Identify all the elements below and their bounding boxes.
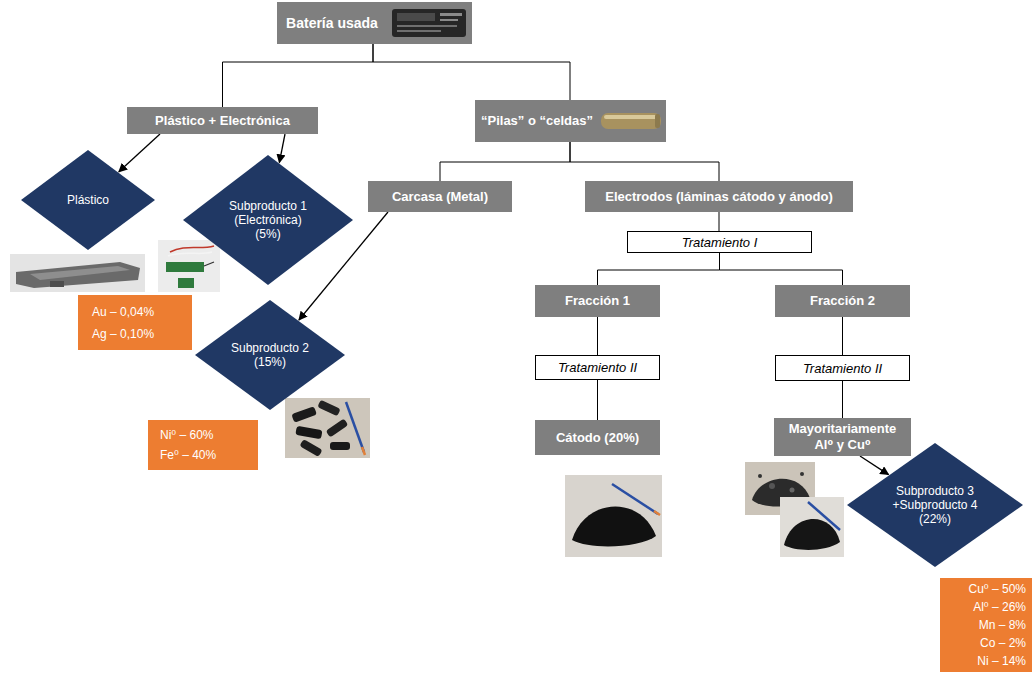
- node-text: Subproducto 1 (Electrónica) (5%): [220, 199, 316, 241]
- battery-photo: [385, 2, 472, 44]
- text-group: “Pilas” o “celdas”: [481, 113, 593, 129]
- process-box: Batería usada: [277, 2, 387, 44]
- treatment-box: Tratamiento I: [627, 231, 812, 253]
- powder-photo: [780, 497, 844, 557]
- text-group: Batería usada: [286, 15, 378, 32]
- connector: [860, 456, 889, 475]
- node-text: Carcasa (Metal): [392, 189, 488, 205]
- connector: [598, 253, 720, 285]
- node-text: Ni⁰ – 60%: [160, 425, 216, 445]
- node-text: Fe⁰ – 40%: [160, 445, 216, 465]
- process-box: “Pilas” o “celdas”: [475, 100, 599, 142]
- text-group: Mayoritariamente Al⁰ y Cu⁰: [780, 421, 905, 452]
- connector: [842, 381, 843, 418]
- plastic-photo: [10, 254, 145, 292]
- composition-box: Ni⁰ – 60%Fe⁰ – 40%: [148, 420, 258, 470]
- connector: [440, 142, 570, 181]
- connectors: [119, 44, 889, 475]
- composition-box: Au – 0,04%Ag – 0,10%: [78, 295, 192, 350]
- node-text: Mayoritariamente Al⁰ y Cu⁰: [780, 421, 905, 452]
- connector: [570, 142, 719, 181]
- text-group: Tratamiento II: [803, 361, 882, 376]
- node-text: Co – 2%: [968, 634, 1026, 652]
- text-group: Subproducto 3 +Subproducto 4 (22%): [887, 484, 983, 526]
- connector: [119, 134, 160, 172]
- text-group: Au – 0,04%Ag – 0,10%: [92, 301, 154, 345]
- cell-photo: [596, 100, 666, 142]
- cathode-powder-photo: [565, 475, 662, 557]
- process-box: Mayoritariamente Al⁰ y Cu⁰: [774, 418, 911, 456]
- process-box: Cátodo (20%): [535, 420, 660, 455]
- treatment-box: Tratamiento II: [775, 355, 910, 381]
- node-text: Subproducto 2 (15%): [222, 341, 318, 369]
- text-group: Subproducto 2 (15%): [222, 341, 318, 369]
- node-text: Mn – 8%: [968, 616, 1026, 634]
- node-text: Tratamiento II: [558, 360, 637, 375]
- treatment-box: Tratamiento II: [535, 355, 660, 380]
- text-group: Fracción 2: [810, 293, 875, 309]
- product-diamond: Subproducto 1 (Electrónica) (5%): [183, 155, 353, 285]
- connector: [597, 317, 598, 355]
- node-text: Tratamiento II: [803, 361, 882, 376]
- node-text: Ni – 14%: [968, 652, 1026, 670]
- node-text: Al⁰ – 26%: [968, 598, 1026, 616]
- product-diamond: Subproducto 2 (15%): [195, 300, 345, 410]
- node-text: Plástico: [67, 193, 109, 207]
- node-text: Ag – 0,10%: [92, 323, 154, 345]
- text-group: Carcasa (Metal): [392, 189, 488, 205]
- product-diamond: Plástico: [21, 150, 155, 250]
- text-group: Cu⁰ – 50%Al⁰ – 26%Mn – 8%Co – 2%Ni – 14%: [968, 580, 1026, 670]
- electronics-photo: [158, 240, 220, 292]
- text-group: Fracción 1: [565, 293, 630, 309]
- process-box: Electrodos (láminas cátodo y ánodo): [585, 181, 853, 212]
- composition-box: Cu⁰ – 50%Al⁰ – 26%Mn – 8%Co – 2%Ni – 14%: [940, 578, 1032, 672]
- text-group: Plástico + Electrónica: [155, 113, 290, 129]
- connector: [373, 44, 570, 100]
- text-group: Subproducto 1 (Electrónica) (5%): [220, 199, 316, 241]
- process-box: Fracción 2: [775, 285, 910, 317]
- text-group: Ni⁰ – 60%Fe⁰ – 40%: [160, 425, 216, 465]
- connector: [719, 212, 720, 231]
- node-text: Au – 0,04%: [92, 301, 154, 323]
- text-group: Tratamiento II: [558, 360, 637, 375]
- node-text: Subproducto 3 +Subproducto 4 (22%): [887, 484, 983, 526]
- node-text: Tratamiento I: [682, 235, 758, 250]
- node-text: Electrodos (láminas cátodo y ánodo): [605, 189, 833, 205]
- casing-photo: [285, 398, 370, 458]
- node-text: Cátodo (20%): [556, 430, 639, 446]
- process-box: Carcasa (Metal): [368, 181, 512, 212]
- product-diamond: Subproducto 3 +Subproducto 4 (22%): [847, 443, 1023, 567]
- node-text: Fracción 1: [565, 293, 630, 309]
- text-group: Tratamiento I: [682, 235, 758, 250]
- connector: [720, 253, 843, 285]
- node-text: “Pilas” o “celdas”: [481, 113, 593, 129]
- process-box: Fracción 1: [535, 285, 660, 317]
- connector: [279, 134, 285, 163]
- node-text: Cu⁰ – 50%: [968, 580, 1026, 598]
- connector: [597, 380, 598, 420]
- process-box: Plástico + Electrónica: [127, 107, 318, 134]
- connector: [223, 44, 374, 107]
- text-group: Cátodo (20%): [556, 430, 639, 446]
- connector: [842, 317, 843, 355]
- text-group: Electrodos (láminas cátodo y ánodo): [605, 189, 833, 205]
- node-text: Fracción 2: [810, 293, 875, 309]
- text-group: Plástico: [67, 193, 109, 207]
- node-text: Batería usada: [286, 15, 378, 32]
- node-text: Plástico + Electrónica: [155, 113, 290, 129]
